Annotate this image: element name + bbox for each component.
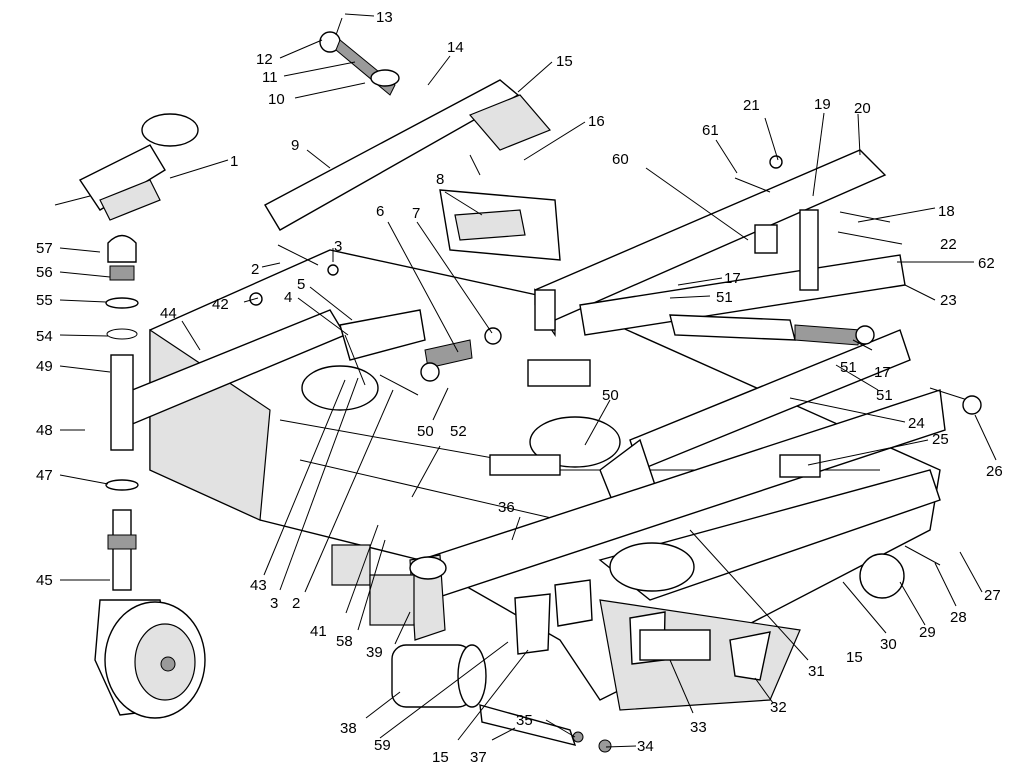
callout-38: 38 <box>340 720 357 737</box>
callout-20: 20 <box>854 100 871 117</box>
callout-37: 37 <box>470 749 487 766</box>
callout-27: 27 <box>984 587 1001 604</box>
callout-8: 8 <box>436 171 444 188</box>
callout-14: 14 <box>447 39 464 56</box>
callout-28: 28 <box>950 609 967 626</box>
callout-48: 48 <box>36 422 53 439</box>
callout-3: 3 <box>334 238 342 255</box>
callout-26: 26 <box>986 463 1003 480</box>
callout-43: 43 <box>250 577 267 594</box>
callout-56: 56 <box>36 264 53 281</box>
callout-21: 21 <box>743 97 760 114</box>
callout-labels-repeat: 3 2 15 15 17 51 51 50 <box>270 289 893 766</box>
callout-55: 55 <box>36 292 53 309</box>
callout-17-top: 17 <box>724 270 741 287</box>
callout-60: 60 <box>612 151 629 168</box>
callout-18: 18 <box>938 203 955 220</box>
callout-52: 52 <box>450 423 467 440</box>
callout-15-right: 15 <box>846 649 863 666</box>
callout-58: 58 <box>336 633 353 650</box>
callout-3-lower: 3 <box>270 595 278 612</box>
callout-62: 62 <box>978 255 995 272</box>
loose-hardware <box>249 154 982 753</box>
callout-49: 49 <box>36 358 53 375</box>
right-frame-tube <box>533 149 887 337</box>
callout-2: 2 <box>251 261 259 278</box>
callout-34: 34 <box>637 738 654 755</box>
height-of-cut-bracket <box>54 113 199 221</box>
callout-24: 24 <box>908 415 925 432</box>
callout-41: 41 <box>310 623 327 640</box>
callout-16: 16 <box>588 113 605 130</box>
callout-59: 59 <box>374 737 391 754</box>
callout-39: 39 <box>366 644 383 661</box>
callout-12: 12 <box>256 51 273 68</box>
callout-5: 5 <box>297 276 305 293</box>
callout-51-right: 51 <box>876 387 893 404</box>
callout-labels: 1 2 3 4 5 6 7 8 9 10 11 12 13 14 15 16 1… <box>36 9 1003 766</box>
callout-7: 7 <box>412 205 420 222</box>
callout-32: 32 <box>770 699 787 716</box>
callout-61: 61 <box>702 122 719 139</box>
callout-15-top: 15 <box>556 53 573 70</box>
hydraulic-cylinder <box>669 314 875 346</box>
callout-30: 30 <box>880 636 897 653</box>
callout-leaders <box>59 13 997 748</box>
front-frame-beam <box>119 309 946 641</box>
callout-2-lower: 2 <box>292 595 300 612</box>
callout-51-top: 51 <box>716 289 733 306</box>
callout-47: 47 <box>36 467 53 484</box>
callout-57: 57 <box>36 240 53 257</box>
callout-10: 10 <box>268 91 285 108</box>
callout-51: 51 <box>840 359 857 376</box>
callout-50-left: 50 <box>417 423 434 440</box>
callout-1: 1 <box>230 153 238 170</box>
callout-36: 36 <box>498 499 515 516</box>
callout-25: 25 <box>932 431 949 448</box>
lift-arm <box>264 79 561 261</box>
caster-wheel-assembly <box>94 234 206 719</box>
callout-15-bottom: 15 <box>432 749 449 766</box>
callout-17-right: 17 <box>874 364 891 381</box>
callout-35: 35 <box>516 712 533 729</box>
callout-6: 6 <box>376 203 384 220</box>
callout-19: 19 <box>814 96 831 113</box>
callout-9: 9 <box>291 137 299 154</box>
callout-4: 4 <box>284 289 292 306</box>
callout-11: 11 <box>262 69 278 86</box>
callout-50-center: 50 <box>602 387 619 404</box>
callout-31: 31 <box>808 663 825 680</box>
callout-42: 42 <box>212 296 229 313</box>
callout-45: 45 <box>36 572 53 589</box>
callout-29: 29 <box>919 624 936 641</box>
callout-22: 22 <box>940 236 957 253</box>
callout-13: 13 <box>376 9 393 26</box>
callout-44: 44 <box>160 305 177 322</box>
turnbuckle-assembly <box>319 17 400 96</box>
callout-33: 33 <box>690 719 707 736</box>
callout-23: 23 <box>940 292 957 309</box>
callout-54: 54 <box>36 328 53 345</box>
